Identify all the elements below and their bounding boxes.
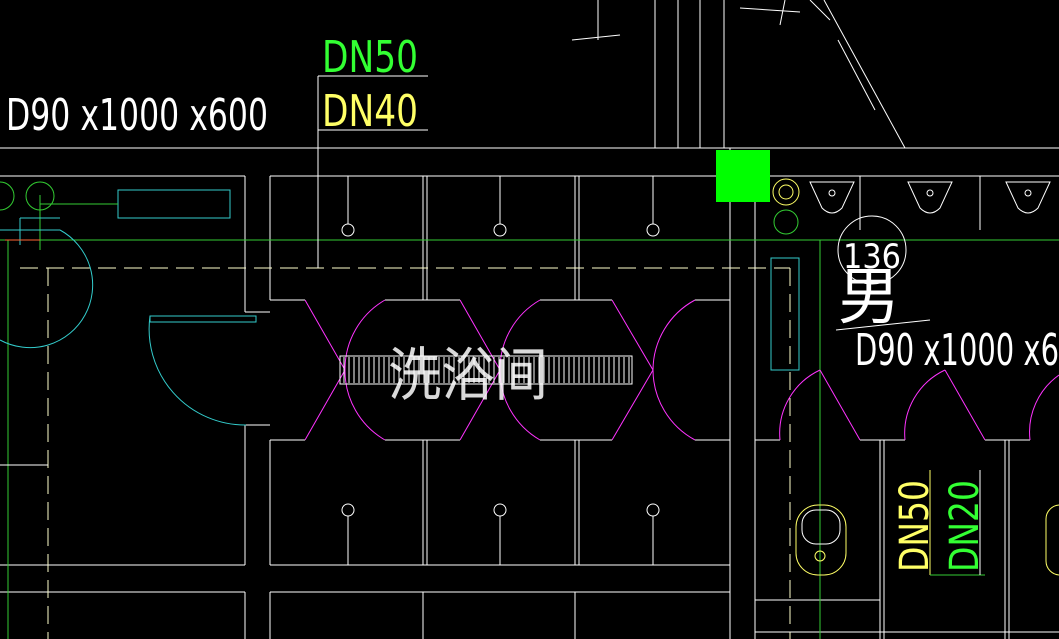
upper-structure-lines (571, 0, 906, 149)
pipe-riser-marker (716, 150, 770, 202)
drain-line-dashed (20, 267, 791, 639)
pipe-size-label-vertical-green: DN20 (942, 480, 988, 572)
pipe-size-leaders (317, 75, 428, 268)
shower-drains (341, 176, 660, 565)
pipe-size-label-top-green: DN50 (322, 32, 418, 83)
pipe-size-label-top-yellow: DN40 (322, 86, 418, 137)
fixture-dimension-label-right: D90 x1000 x6 (855, 325, 1059, 376)
right-room-fixtures (716, 150, 1059, 576)
water-pipes-green (0, 195, 1059, 639)
shower-pipe-hatched (339, 355, 633, 385)
pipe-size-label-vertical-yellow: DN50 (892, 480, 938, 572)
shower-stall-doors (304, 299, 1059, 441)
room-label-shower: 洗浴间 (388, 341, 548, 409)
fixture-dimension-label-left: D90 x1000 x600 (6, 90, 268, 141)
room-label-male: 男 (838, 260, 900, 333)
tag-number-label: 136 (843, 237, 901, 277)
left-room-fixtures (0, 181, 257, 466)
